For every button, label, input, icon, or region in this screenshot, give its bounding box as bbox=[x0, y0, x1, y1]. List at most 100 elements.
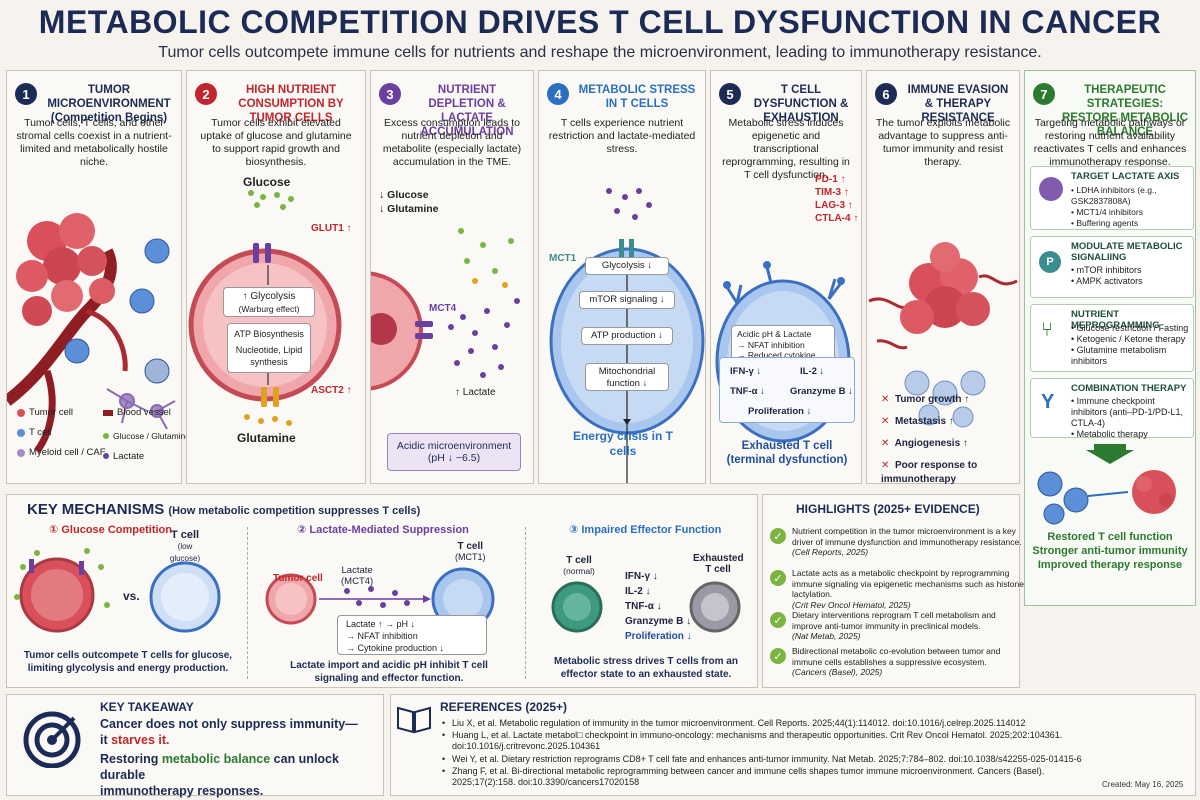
panel-4-desc: T cells experience nutrient restriction … bbox=[548, 117, 696, 155]
card-1-list: LDHA inhibitors (e.g., GSK2837808A) MCT1… bbox=[1071, 185, 1189, 229]
glycolysis-text: ↑ Glycolysis bbox=[242, 291, 296, 302]
mct1-label: MCT1 bbox=[549, 253, 577, 264]
effector-function-illustration bbox=[551, 581, 741, 633]
step-glycolysis: Glycolysis ↓ bbox=[585, 257, 669, 275]
card-2-list: mTOR inhibitors AMPK activators bbox=[1071, 265, 1189, 287]
panel-nutrient-depletion: 3 NUTRIENT DEPLETION & LACTATE ACCUMULAT… bbox=[370, 70, 534, 484]
lactate-axis-icon bbox=[1039, 177, 1063, 201]
cyto-il2: IL-2 ↓ bbox=[800, 366, 825, 377]
check-icon-2: ✓ bbox=[770, 612, 786, 628]
m3-title: ③ Impaired Effector Function bbox=[569, 524, 722, 536]
lactate-dots-icon bbox=[448, 298, 520, 378]
step-badge-5: 5 bbox=[719, 83, 741, 105]
marker-pd1: PD-1 ↑ bbox=[815, 174, 846, 185]
panel-1-title: TUMOR MICROENVIRONMENT(Competition Begin… bbox=[43, 83, 175, 125]
m2-effect-0: Lactate ↑ → pH ↓ bbox=[346, 619, 416, 629]
outcome-growth: ✕ Tumor growth ↑ bbox=[881, 394, 970, 405]
glutamine-down-label: ↓ Glutamine bbox=[379, 203, 439, 215]
nfat-line-0: Acidic pH & Lactate bbox=[737, 329, 812, 339]
check-icon-0: ✓ bbox=[770, 528, 786, 544]
restored-2: Improved therapy response bbox=[1037, 559, 1183, 571]
exhausted-label-main: Exhausted T cell bbox=[741, 440, 833, 452]
t-cell-icon bbox=[64, 238, 170, 384]
glutamine-label: Glutamine bbox=[237, 431, 296, 445]
legend-myeloid: Myeloid cell / CAF bbox=[29, 447, 106, 458]
card-2-item-1: AMPK activators bbox=[1071, 276, 1189, 287]
marker-lag3: LAG-3 ↑ bbox=[815, 200, 853, 211]
asct2-transporter-icon bbox=[261, 387, 279, 407]
card-target-lactate: TARGET LACTATE AXIS LDHA inhibitors (e.g… bbox=[1030, 166, 1194, 230]
m3-normal: T cell bbox=[566, 555, 592, 566]
takeaway-title: KEY TAKEAWAY bbox=[100, 700, 194, 714]
m3-normal-label: T cell (normal) bbox=[559, 555, 599, 577]
step-badge-1: 1 bbox=[15, 83, 37, 105]
target-icon bbox=[23, 711, 81, 768]
glucose-label: Glucose bbox=[243, 175, 291, 189]
blood-vessel-icon bbox=[7, 248, 128, 454]
legend-lactate-dot bbox=[103, 453, 109, 459]
m1-tcell-label: T cell (low glucose) bbox=[163, 529, 207, 565]
card-3-item-1: Ketogenic / Ketone therapy bbox=[1071, 334, 1189, 345]
panel-5-desc: Metabolic stress induces epigenetic and … bbox=[722, 117, 850, 181]
key-takeaway-section bbox=[6, 694, 384, 796]
restored-1: Stronger anti-tumor immunity bbox=[1032, 545, 1188, 557]
m3-item-1: IL-2 ↓ bbox=[625, 586, 651, 597]
marker-tim3: TIM-3 ↑ bbox=[815, 187, 849, 198]
step-badge-6: 6 bbox=[875, 83, 897, 105]
antibody-icon: Y bbox=[1041, 391, 1055, 413]
card-2-item-0: mTOR inhibitors bbox=[1071, 265, 1189, 276]
highlight-0: Nutrient competition in the tumor microe… bbox=[792, 526, 1022, 557]
m2-lactate: Lactate bbox=[341, 565, 373, 576]
exhausted-label: Exhausted T cell (terminal dysfunction) bbox=[711, 439, 863, 467]
myeloid-cell-icon bbox=[106, 388, 176, 430]
mct4-transporter-icon bbox=[415, 321, 433, 339]
cyto-ifng: IFN-γ ↓ bbox=[730, 366, 762, 377]
created-date: Created: May 16, 2025 bbox=[1102, 780, 1184, 789]
card-modulate-signaling: P MODULATE METABOLIC SIGNALIING mTOR inh… bbox=[1030, 236, 1194, 298]
tme-illustration bbox=[7, 213, 176, 454]
m3-item-2: TNF-α ↓ bbox=[625, 601, 662, 612]
step-badge-7: 7 bbox=[1033, 83, 1055, 105]
m3-item-3: Granzyme B ↓ bbox=[625, 616, 692, 627]
card-3-item-2: Glutamine metabolism inhibitors bbox=[1071, 345, 1189, 367]
glucose-dots-icon bbox=[248, 190, 294, 210]
card-4-title: COMBINATION THERAPY bbox=[1071, 383, 1187, 394]
highlights-title: HIGHLIGHTS (2025+ EVIDENCE) bbox=[796, 502, 980, 516]
panel-tumor-microenvironment: 1 TUMOR MICROENVIRONMENT(Competition Beg… bbox=[6, 70, 190, 484]
panel-6-desc: The tumor exploits metabolic advantage t… bbox=[875, 117, 1011, 168]
down-arrow-icon bbox=[1086, 444, 1134, 464]
divider-2 bbox=[525, 527, 526, 679]
outcome-poor-response: ✕ Poor response to immunotherapy bbox=[881, 460, 978, 485]
biosynthesis-box: ATP Biosynthesis Nucleotide, Lipid synth… bbox=[227, 323, 311, 373]
takeaway-line-2: it starves it. bbox=[100, 733, 170, 747]
m2-tcell: T cell bbox=[457, 541, 484, 552]
glut1-transporter-icon bbox=[253, 243, 271, 263]
restored-0: Restored T cell function bbox=[1047, 531, 1173, 543]
highlight-3: Bidirectional metabolic co-evolution bet… bbox=[792, 646, 1001, 677]
references-title: REFERENCES (2025+) bbox=[440, 700, 568, 714]
panel-3-desc: Excess consumption leads to nutrient dep… bbox=[382, 117, 522, 168]
m2-lactate-label: Lactate (MCT4) bbox=[341, 565, 373, 587]
highlight-2: Dietary interventions reprogram T cell m… bbox=[792, 610, 996, 641]
stressed-tcell-illustration bbox=[549, 188, 705, 483]
panel-nutrient-consumption: 2 HIGH NUTRIENT CONSUMPTION BY TUMOR CEL… bbox=[186, 70, 366, 484]
m2-title: ② Lactate-Mediated Suppression bbox=[297, 524, 469, 536]
lactate-up-label: ↑ Lactate bbox=[455, 387, 496, 398]
acidic-box: Acidic microenvironment (pH ↓ ~6.5) bbox=[387, 433, 521, 471]
legend-vessel-dot bbox=[103, 410, 113, 416]
takeaway-text: Cancer does not only suppress immunity— … bbox=[100, 716, 380, 799]
card-2-title: MODULATE METABOLIC SIGNALIING bbox=[1071, 241, 1183, 263]
m1-tcell-sub: (low glucose) bbox=[169, 542, 201, 563]
step-badge-3: 3 bbox=[379, 83, 401, 105]
panel-immune-evasion: 6 IMMUNE EVASION & THERAPY RESISTANCE Th… bbox=[866, 70, 1020, 485]
checkpoint-markers: PD-1 ↑ TIM-3 ↑ LAG-3 ↑ CTLA-4 ↑ bbox=[815, 173, 858, 225]
legend-glucose: Glucose / Glutamine bbox=[113, 431, 191, 441]
highlight-1: Lactate acts as a metabolic checkpoint b… bbox=[792, 568, 1024, 610]
m1-tcell: T cell bbox=[170, 529, 200, 541]
key-mechanisms-section: KEY MECHANISMS (How metabolic competitio… bbox=[6, 494, 758, 688]
legend-tcell: T cell bbox=[29, 427, 52, 438]
nfat-line-1: → NFAT inhibition bbox=[737, 339, 805, 350]
card-1-item-2: Buffering agents bbox=[1071, 218, 1189, 229]
cyto-granzyme: Granzyme B ↓ bbox=[790, 386, 853, 397]
tumor-cell-illustration bbox=[188, 190, 342, 426]
